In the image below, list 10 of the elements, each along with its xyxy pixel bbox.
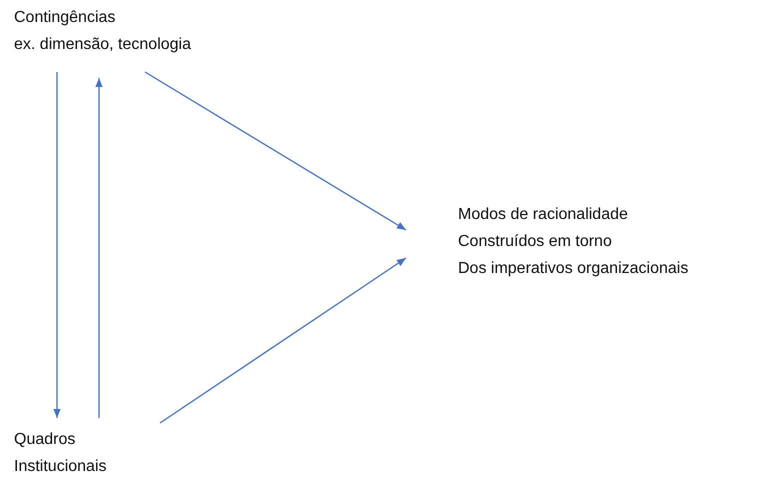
- arrow: [95, 78, 103, 418]
- node-label: Contingências: [14, 8, 116, 28]
- arrow: [144, 71, 406, 231]
- node-label: Quadros Institucionais: [14, 430, 108, 477]
- node-label: Dos imperativos organizacionais: [458, 259, 688, 279]
- node-label: Construídos em torno: [458, 232, 612, 252]
- arrow: [53, 72, 61, 418]
- arrow: [160, 257, 406, 424]
- node-label: ex. dimensão, tecnologia: [14, 35, 191, 55]
- node-label: Modos de racionalidade: [458, 205, 628, 225]
